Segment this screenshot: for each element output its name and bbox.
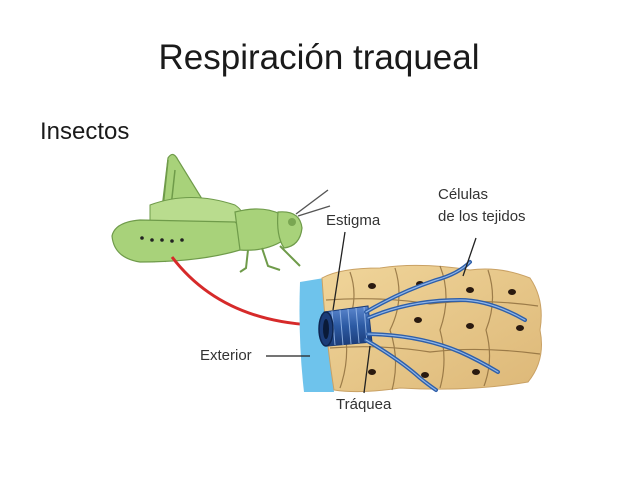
label-exterior: Exterior	[200, 347, 252, 364]
label-estigma: Estigma	[326, 212, 381, 229]
thorax	[234, 208, 285, 251]
slide-subtitle: Insectos	[40, 118, 130, 145]
grasshopper-illustration	[111, 153, 331, 273]
label-traquea: Tráquea	[336, 396, 392, 413]
label-celulas-line2: de los tejidos	[438, 208, 526, 225]
tissue-block	[321, 264, 542, 393]
slide-title: Respiración traqueal	[158, 38, 480, 77]
head	[277, 211, 303, 249]
trachea-tube	[318, 305, 373, 347]
leader-lines	[266, 231, 477, 394]
spiracle-dots	[140, 236, 184, 243]
label-celulas-line1: Células	[438, 186, 489, 203]
pointer-arrow	[170, 256, 315, 330]
antenna	[295, 189, 331, 217]
front-legs	[239, 245, 301, 273]
cell-walls	[325, 265, 541, 391]
abdomen	[111, 219, 244, 263]
eye	[288, 218, 296, 226]
